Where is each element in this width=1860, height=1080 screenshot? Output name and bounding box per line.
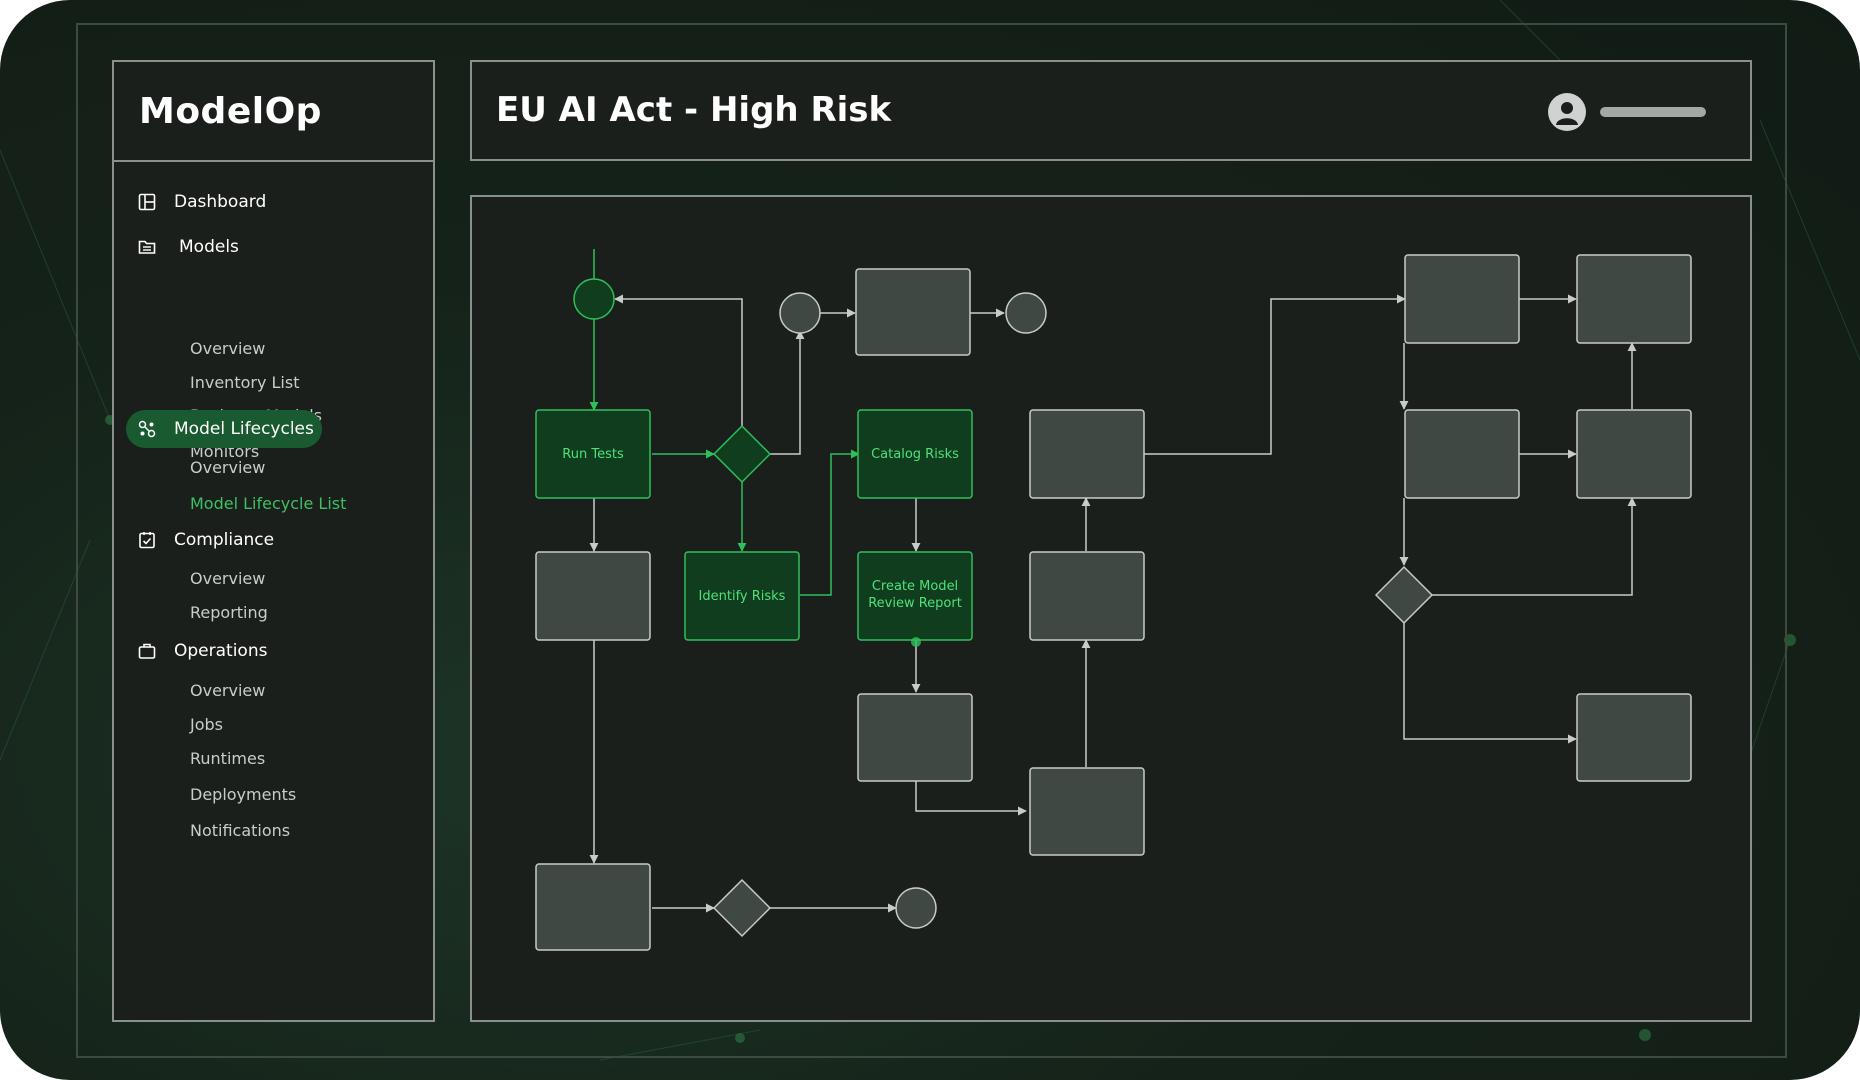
- catalog-risks-node[interactable]: [857, 409, 973, 499]
- process-node[interactable]: [1029, 409, 1145, 499]
- sub-item-models-overview[interactable]: Overview: [190, 339, 266, 358]
- sub-item-notifications[interactable]: Notifications: [190, 821, 291, 840]
- start-node[interactable]: [573, 278, 615, 320]
- username-placeholder: [1600, 107, 1706, 117]
- catalog-risks-label: Catalog Risks: [871, 447, 959, 462]
- connector: [770, 330, 805, 455]
- page-title: EU AI Act - High Risk: [496, 90, 892, 130]
- sub-item-operations-overview[interactable]: Overview: [190, 681, 266, 700]
- sub-item-model-lifecycle-list[interactable]: Model Lifecycle List: [190, 494, 347, 513]
- sidebar: ModelOp Dashboard Models Overview Invent…: [112, 60, 435, 1022]
- process-node[interactable]: [1576, 254, 1692, 344]
- run-tests-label: Run Tests: [562, 447, 624, 462]
- event-node[interactable]: [895, 887, 937, 929]
- connector: [915, 781, 1027, 816]
- sub-item-runtimes[interactable]: Runtimes: [190, 749, 266, 768]
- user-icon: [1556, 102, 1578, 125]
- create-report-label-line2: Review Report: [868, 596, 962, 611]
- identify-risks-node[interactable]: [684, 551, 800, 641]
- decision-node[interactable]: [712, 878, 772, 938]
- connector: [1403, 623, 1577, 744]
- event-node[interactable]: [1005, 292, 1047, 334]
- user-avatar[interactable]: [1548, 93, 1586, 131]
- process-node[interactable]: [1029, 767, 1145, 856]
- workflow-diagram: Run Tests Identify Risks Catalog Risks C…: [535, 249, 1692, 951]
- process-node[interactable]: [855, 268, 971, 356]
- connector: [1143, 294, 1406, 455]
- connector: [800, 449, 860, 596]
- checkbox-icon: [139, 532, 155, 549]
- process-node[interactable]: [857, 693, 973, 782]
- sub-item-deployments[interactable]: Deployments: [190, 785, 297, 804]
- folder-icon: [138, 240, 156, 254]
- process-node[interactable]: [535, 551, 651, 641]
- sidebar-header: ModelOp: [114, 62, 433, 162]
- nav-label-model-lifecycles: Model Lifecycles: [174, 419, 314, 439]
- decision-node[interactable]: [712, 424, 772, 484]
- process-node[interactable]: [1404, 409, 1520, 499]
- nav-label-models: Models: [179, 237, 239, 257]
- dashboard-icon: [138, 193, 156, 211]
- nav-label-operations: Operations: [174, 641, 268, 661]
- nav-label-compliance: Compliance: [174, 530, 275, 550]
- process-node[interactable]: [1576, 693, 1692, 782]
- workflow-canvas: Run Tests Identify Risks Catalog Risks C…: [470, 195, 1752, 1022]
- decision-node[interactable]: [1374, 565, 1434, 625]
- lifecycle-icon: [138, 420, 156, 438]
- app-logo: ModelOp: [139, 90, 322, 132]
- process-node[interactable]: [1404, 254, 1520, 344]
- glow-dot: [911, 637, 921, 647]
- process-node[interactable]: [535, 863, 651, 951]
- identify-risks-label: Identify Risks: [699, 589, 786, 604]
- sub-item-inventory-list[interactable]: Inventory List: [190, 373, 300, 392]
- run-tests-node[interactable]: [535, 409, 651, 499]
- connector: [614, 294, 743, 426]
- process-node[interactable]: [1576, 409, 1692, 499]
- page-header: EU AI Act - High Risk: [470, 60, 1752, 161]
- create-report-label-line1: Create Model: [872, 579, 958, 594]
- briefcase-icon: [138, 643, 156, 659]
- connector: [1432, 497, 1637, 596]
- sub-item-compliance-overview[interactable]: Overview: [190, 569, 266, 588]
- sub-item-jobs[interactable]: Jobs: [190, 715, 223, 734]
- sub-item-reporting[interactable]: Reporting: [190, 603, 268, 622]
- nav-label-dashboard: Dashboard: [174, 192, 267, 212]
- sub-item-lifecycles-overview[interactable]: Overview: [190, 458, 266, 477]
- outer-border: [76, 23, 1787, 1058]
- process-node[interactable]: [1029, 551, 1145, 641]
- nav-item-model-lifecycles[interactable]: Model Lifecycles: [126, 410, 322, 448]
- event-node[interactable]: [779, 292, 821, 334]
